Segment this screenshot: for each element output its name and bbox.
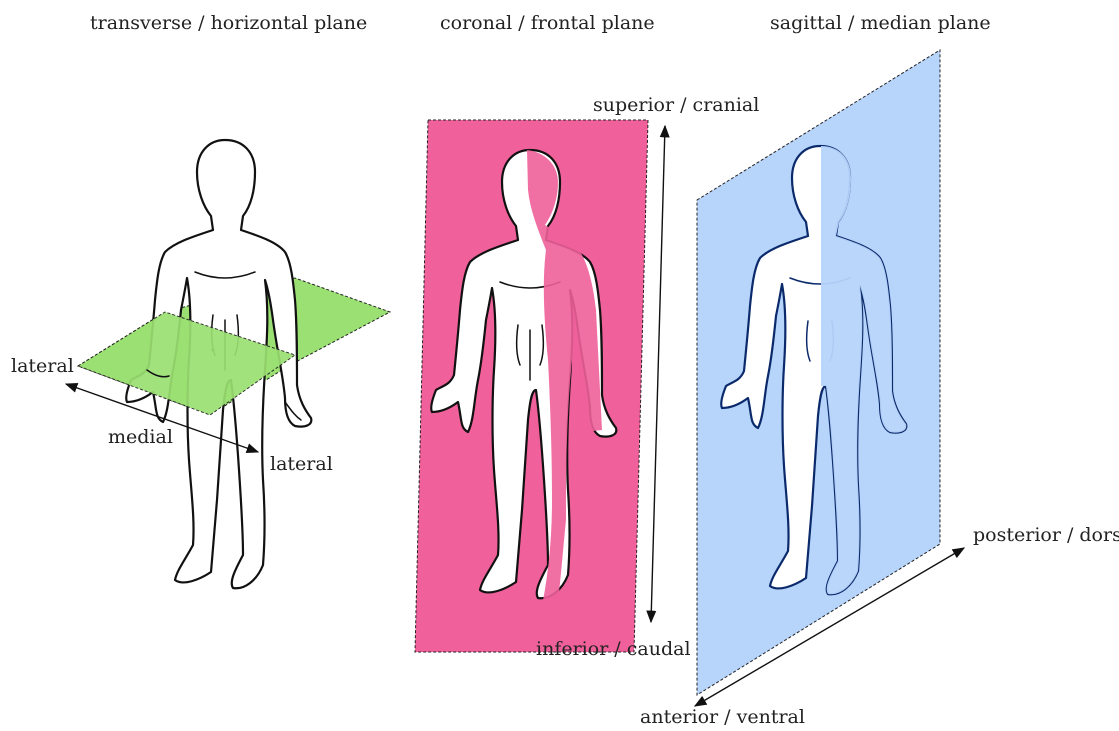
sagittal-panel: [695, 50, 964, 706]
title-sagittal: sagittal / median plane: [770, 12, 991, 34]
label-anterior: anterior / ventral: [640, 706, 805, 728]
coronal-panel: [415, 120, 665, 652]
title-transverse: transverse / horizontal plane: [90, 12, 367, 34]
superior-inferior-axis-arrow: [651, 126, 665, 622]
label-posterior: posterior / dorsal: [973, 524, 1119, 546]
label-inferior: inferior / caudal: [536, 638, 691, 660]
title-coronal: coronal / frontal plane: [440, 12, 655, 34]
label-superior: superior / cranial: [593, 94, 759, 116]
transverse-panel: [66, 140, 390, 588]
label-lateral-right: lateral: [270, 453, 333, 475]
label-medial: medial: [108, 426, 173, 448]
label-lateral-left: lateral: [11, 355, 74, 377]
